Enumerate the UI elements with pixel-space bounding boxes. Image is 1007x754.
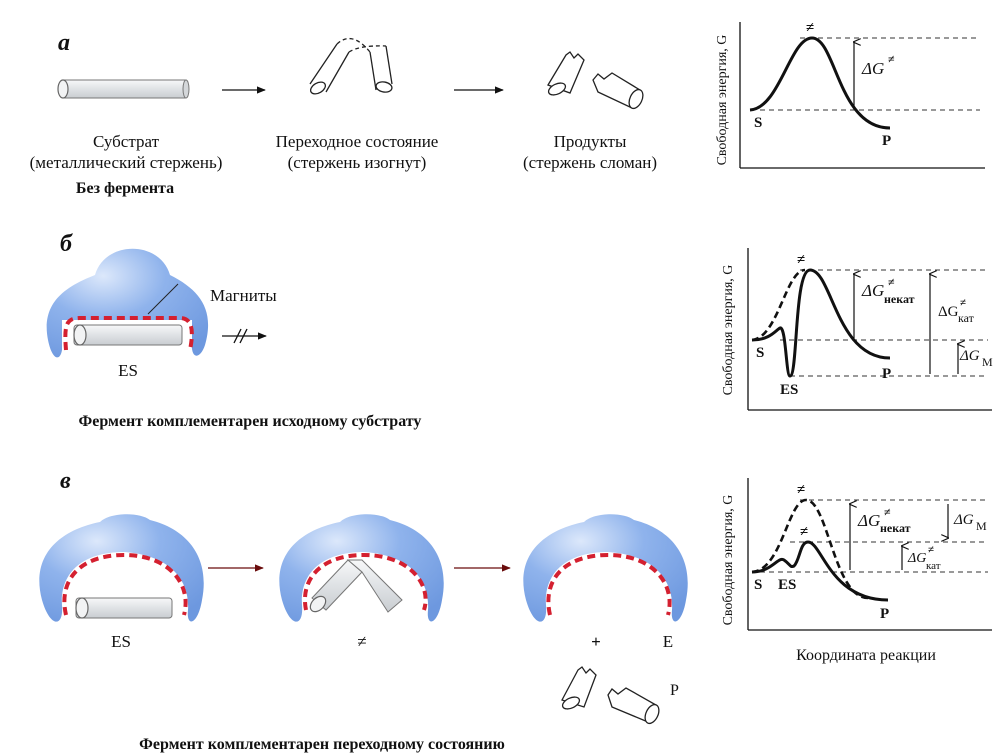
enzyme-es-c [39, 514, 204, 622]
broken-rod [547, 51, 644, 110]
dg-cat-label-c: ΔG [907, 551, 926, 566]
reaction-curve-a [749, 36, 891, 130]
ylabel-c: Свободная энергия, G [721, 495, 736, 626]
energy-graph-a: Свободная энергия, G ≠ ΔG ≠ S P [715, 20, 985, 169]
substrate-rod-b [73, 324, 183, 346]
dg-uncat-sup-b: ≠ [888, 275, 895, 289]
panel-b: б Магниты ES Фермент комплементарен исхо… [46, 231, 993, 430]
p-label-graph-c: P [880, 606, 889, 622]
panel-a: а Субстрат (металлический стержень) Пе [30, 20, 985, 197]
dg-sup-a: ≠ [888, 52, 895, 66]
uncatalyzed-curve-b [751, 268, 806, 342]
broken-rod-c [561, 666, 660, 725]
dg-cat-label-b: ΔG [938, 304, 959, 320]
s-label-b: S [756, 345, 764, 361]
s-label-c: S [754, 577, 762, 593]
es-label-c: ES [111, 632, 131, 651]
energy-graph-b: Свободная энергия, G ≠ ΔG ≠ некат ΔG ≠ к… [721, 248, 993, 411]
ylabel-b: Свободная энергия, G [721, 265, 736, 396]
ts-label-c: ≠ [357, 632, 366, 651]
dg-cat-sub-c: кат [926, 560, 941, 572]
enzyme-ts-c [279, 514, 444, 622]
substrate-label-1: Субстрат [93, 132, 160, 151]
dg-m-sub-c: M [976, 519, 987, 533]
p-label-c: P [670, 682, 679, 699]
blocked-arrow [222, 328, 267, 344]
dg-m-label-b: ΔG [959, 348, 980, 364]
xlabel-c: Координата реакции [796, 647, 936, 664]
substrate-rod [57, 79, 190, 99]
dg-m-sub-b: M [982, 355, 993, 369]
es-graph-label-b: ES [780, 382, 798, 398]
dg-uncat-label-b: ΔG [861, 281, 884, 300]
dg-label-a: ΔG [861, 59, 884, 78]
catalyzed-curve-b [751, 268, 891, 378]
dg-uncat-sub-c: некат [880, 521, 911, 535]
transition-label-1: Переходное состояние [276, 132, 439, 151]
panel-c-letter: в [60, 468, 71, 494]
dg-uncat-label-c: ΔG [857, 511, 880, 530]
dg-m-label-c: ΔG [953, 512, 974, 528]
panel-a-letter: а [58, 30, 70, 56]
magnets-label: Магниты [210, 286, 277, 305]
ts-mark-b: ≠ [797, 252, 805, 268]
magnet-strip-b [63, 316, 194, 351]
products-label-1: Продукты [554, 132, 627, 151]
energy-graph-c: Свободная энергия, G ≠ ≠ ΔG ≠ некат ΔG M… [721, 478, 992, 664]
ts-mark-a: ≠ [806, 20, 814, 36]
ts-mark-uncat-c: ≠ [797, 482, 805, 498]
e-label-c: E [663, 632, 673, 651]
panel-b-caption: Фермент комплементарен исходному субстра… [79, 413, 422, 430]
dg-cat-sup-c: ≠ [928, 544, 934, 556]
bent-rod [309, 37, 393, 95]
p-label-b: P [882, 366, 891, 382]
panel-c-caption: Фермент комплементарен переходному состо… [139, 736, 505, 753]
enzyme-free-c [523, 514, 688, 622]
magnets-pointer [147, 283, 179, 315]
dg-uncat-sub-b: некат [884, 292, 915, 306]
panel-b-letter: б [60, 231, 73, 257]
panel-a-caption: Без фермента [76, 180, 174, 197]
p-label-a: P [882, 133, 891, 149]
products-label-2: (стержень сломан) [523, 153, 657, 172]
ts-mark-cat-c: ≠ [800, 524, 808, 540]
transition-label-2: (стержень изогнут) [288, 153, 427, 172]
es-graph-label-c: ES [778, 577, 796, 593]
substrate-label-2: (металлический стержень) [30, 153, 223, 172]
ylabel-a: Свободная энергия, G [715, 35, 730, 166]
uncatalyzed-curve-c [751, 498, 869, 600]
s-label-a: S [754, 115, 762, 131]
catalyzed-curve-c [751, 540, 889, 602]
es-label-b: ES [118, 361, 138, 380]
dg-uncat-sup-c: ≠ [884, 505, 891, 519]
plus-label-c: + [591, 632, 601, 651]
panel-c: в ES ≠ + E [39, 468, 992, 753]
dg-cat-sup-b: ≠ [960, 297, 966, 309]
dg-cat-sub-b: кат [958, 311, 975, 325]
